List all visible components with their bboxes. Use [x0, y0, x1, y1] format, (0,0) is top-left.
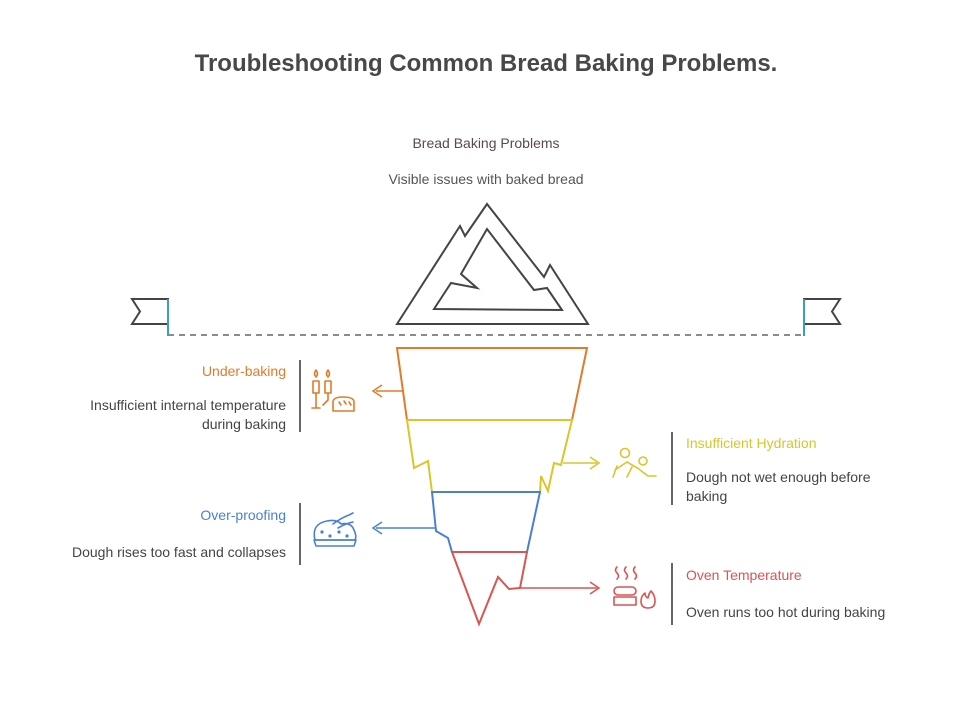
oven-temperature-description: Oven runs too hot during baking — [686, 603, 956, 622]
hot-oven-fire-icon — [613, 566, 656, 609]
under-baking-description-line: during baking — [201, 416, 286, 432]
insufficient-hydration-title: Insufficient Hydration — [686, 435, 817, 451]
insufficient-hydration-description-line: Dough not wet enough before — [686, 469, 871, 485]
oven-temperature-title: Oven Temperature — [686, 567, 802, 583]
person-crawling-icon — [612, 447, 657, 478]
over-proofing-title: Over-proofing — [200, 507, 286, 523]
over-proofing-description: Dough rises too fast and collapses — [20, 543, 286, 562]
over-proofing-description-line: Dough rises too fast and collapses — [71, 544, 286, 560]
wine-glasses-bread-icon — [311, 369, 355, 412]
layer-over-proofing — [371, 491, 542, 553]
top-heading: Bread Baking Problems — [412, 135, 560, 151]
under-baking-description-line: Insufficient internal temperature — [90, 397, 286, 413]
insufficient-hydration-description-line: baking — [686, 488, 728, 504]
rising-dough-icon — [313, 512, 357, 547]
under-baking-description: Insufficient internal temperature during… — [40, 396, 286, 434]
layer-oven-temperature — [450, 551, 601, 627]
under-baking-title: Under-baking — [201, 363, 286, 379]
layer-under-baking — [371, 347, 589, 421]
layer-insufficient-hydration — [405, 419, 601, 495]
waterline — [130, 298, 842, 336]
iceberg-tip — [395, 202, 590, 325]
page-title: Troubleshooting Common Bread Baking Prob… — [194, 50, 778, 77]
insufficient-hydration-description: Dough not wet enough before baking — [686, 468, 946, 506]
top-description: Visible issues with baked bread — [388, 171, 584, 187]
oven-temperature-description-line: Oven runs too hot during baking — [686, 604, 886, 620]
